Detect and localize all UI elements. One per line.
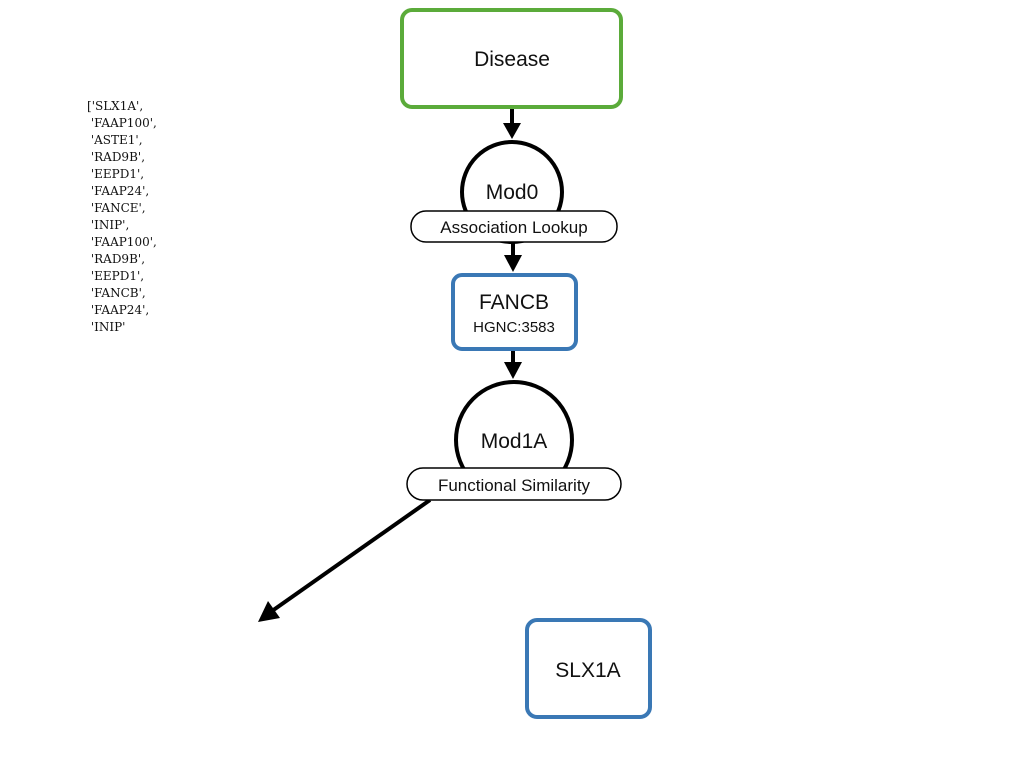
node-fancb-label: FANCB — [479, 291, 549, 314]
edge-mod1a-outgoing — [258, 498, 432, 622]
gene-list-item: 'FAAP100', — [87, 116, 157, 130]
gene-list-item: 'SLX1A', — [91, 99, 144, 113]
node-mod0-step-label: Association Lookup — [440, 218, 587, 237]
arrowhead-icon — [503, 123, 521, 139]
gene-list-item: 'INIP', — [87, 218, 130, 232]
arrowhead-icon — [504, 255, 522, 272]
node-fancb-id: HGNC:3583 — [473, 319, 555, 336]
gene-list-item: 'FAAP24', — [87, 303, 150, 317]
node-disease[interactable]: Disease — [400, 8, 623, 109]
node-mod0-step-pill — [410, 210, 618, 243]
gene-list: ['SLX1A', 'FAAP100', 'ASTE1', 'RAD9B', '… — [87, 98, 157, 336]
edge-mod0-to-fancb — [504, 242, 522, 272]
node-mod0-label: Mod0 — [486, 181, 539, 204]
node-mod1a-label: Mod1A — [481, 430, 548, 453]
gene-list-item: 'FANCB', — [87, 286, 146, 300]
node-slx1a[interactable]: SLX1A — [525, 618, 652, 719]
node-fancb-box — [451, 273, 578, 351]
gene-list-item: 'RAD9B', — [87, 252, 146, 266]
gene-list-item: 'FAAP100', — [87, 235, 157, 249]
node-disease-box — [400, 8, 623, 109]
edge-disease-to-mod0 — [503, 108, 521, 139]
gene-list-item: 'ASTE1', — [87, 133, 143, 147]
node-mod0[interactable]: Mod0 Association Lookup — [410, 140, 618, 244]
node-mod1a-step-pill — [406, 467, 622, 501]
node-mod1a[interactable]: Mod1A Functional Similarity — [406, 380, 622, 501]
gene-list-item: 'EEPD1', — [87, 167, 145, 181]
arrowhead-icon — [504, 362, 522, 379]
gene-list-item: 'FAAP24', — [87, 184, 150, 198]
gene-list-item: 'RAD9B', — [87, 150, 146, 164]
gene-list-item: 'EEPD1', — [87, 269, 145, 283]
node-mod1a-step-label: Functional Similarity — [438, 476, 591, 495]
gene-list-item: 'FANCE', — [87, 201, 146, 215]
edge-fancb-to-mod1a — [504, 350, 522, 379]
node-slx1a-label: SLX1A — [555, 659, 620, 682]
gene-list-item: 'INIP' — [87, 320, 126, 334]
gene-list-open-bracket: [ — [87, 99, 92, 113]
arrowhead-icon — [258, 601, 280, 622]
node-fancb[interactable]: FANCB HGNC:3583 — [451, 273, 578, 351]
node-slx1a-box — [525, 618, 652, 719]
node-disease-label: Disease — [474, 48, 550, 71]
gene-list-line-0: ['SLX1A', — [87, 98, 157, 115]
